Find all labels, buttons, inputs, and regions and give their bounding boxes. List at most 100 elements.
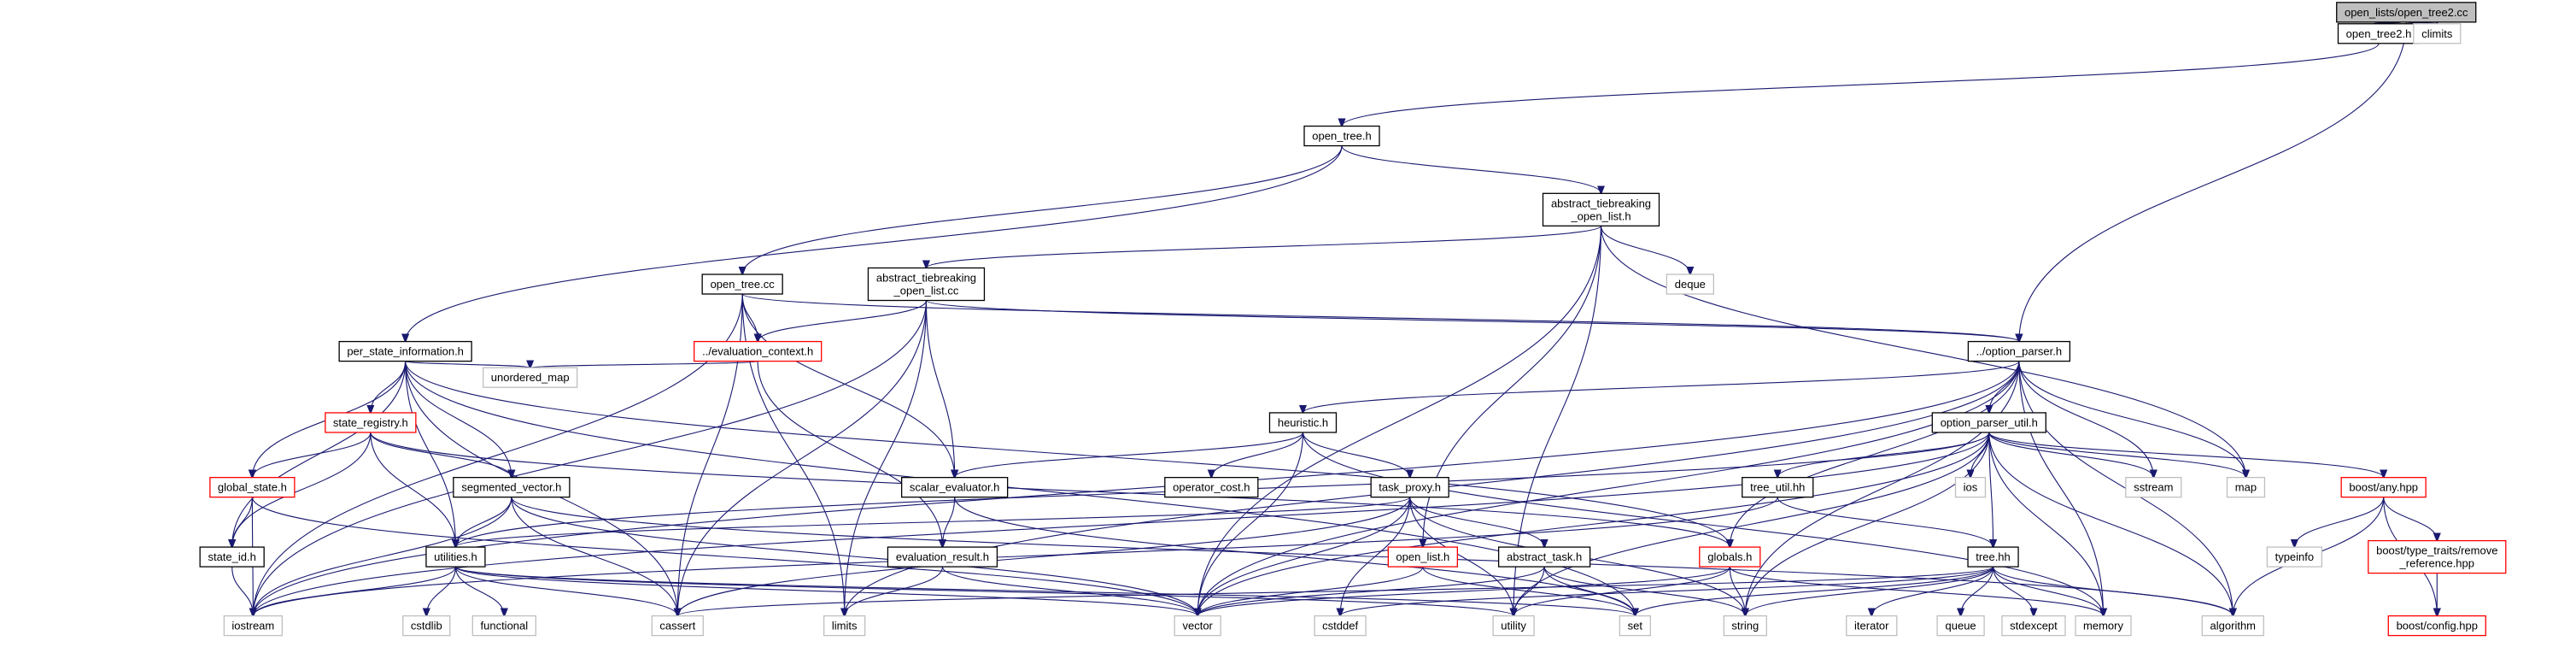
node-scalar-evaluator-h[interactable]: scalar_evaluator.h <box>901 476 1009 498</box>
edge-evaluation-context-h-to-unordered-map <box>530 362 758 368</box>
node-box <box>1967 546 2019 568</box>
node-label: open_list.h <box>1396 550 1449 563</box>
edge-tree-util-hh-to-tree-hh <box>1777 497 1993 547</box>
node-label: climits <box>2421 27 2453 40</box>
node-label: state_id.h <box>208 550 255 563</box>
node-box <box>2266 546 2323 568</box>
edge-option-parser-util-h-to-utility <box>1513 432 1990 616</box>
node-open-tree2-h[interactable]: open_tree2.h <box>2337 23 2421 44</box>
node-open-tree-cc[interactable]: open_tree.cc <box>701 274 783 295</box>
node-tree-util-hh[interactable]: tree_util.hh <box>1742 476 1814 498</box>
edge-option-parser-h-to-globals-h <box>1730 361 2020 548</box>
node-label: string <box>1731 620 1759 632</box>
node-label: tree_util.hh <box>1750 481 1805 494</box>
edge-abstract-tiebreaking-open-list-h-to-map <box>1600 226 2246 477</box>
edge-tree-hh-to-iterator <box>1871 567 1994 615</box>
node-box <box>1268 412 1338 433</box>
node-abstract-tiebreaking-open-list-h[interactable]: abstract_tiebreaking_open_list.h <box>1542 192 1660 226</box>
edge-global-state-h-to-vector <box>251 497 1197 616</box>
edge-abstract-tiebreaking-open-list-cc-to-scalar-evaluator-h <box>925 300 954 478</box>
edge-option-parser-util-h-to-iostream <box>253 432 1990 616</box>
node-label: set <box>1628 620 1643 632</box>
node-label: unordered_map <box>491 371 570 384</box>
node-label: open_tree.h <box>1312 130 1371 143</box>
node-boost-any-hpp[interactable]: boost/any.hpp <box>2340 476 2427 498</box>
edge-option-parser-util-h-to-boost-any-hpp <box>1988 432 2384 478</box>
edge-open-tree-cc-to-scalar-evaluator-h <box>741 294 954 478</box>
edge-boost-any-hpp-to-remove-reference-hpp <box>2383 497 2438 541</box>
edge-option-parser-h-to-string <box>1745 361 2020 616</box>
node-tree-hh[interactable]: tree.hh <box>1967 546 2019 568</box>
edge-open-tree-cc-to-iostream <box>253 294 743 616</box>
node-abstract-tiebreaking-open-list-cc[interactable]: abstract_tiebreaking_open_list.cc <box>867 267 986 302</box>
node-box <box>1619 615 1651 637</box>
node-box <box>1742 476 1814 498</box>
node-box <box>325 412 417 433</box>
node-label: abstract_task.h <box>1507 550 1582 563</box>
node-cstdlib: cstdlib <box>402 615 451 637</box>
edge-tree-hh-to-algorithm <box>1992 566 2234 615</box>
node-box <box>1497 546 1591 568</box>
node-label: cstdlib <box>411 620 442 632</box>
node-evaluation-context-h[interactable]: ../evaluation_context.h <box>694 340 823 362</box>
edge-utilities-h-to-functional <box>454 567 504 615</box>
node-label: operator_cost.h <box>1173 481 1250 494</box>
node-abstract-task-h[interactable]: abstract_task.h <box>1497 546 1591 568</box>
node-label: queue <box>1946 620 1976 632</box>
node-utilities-h[interactable]: utilities.h <box>425 546 486 568</box>
node-label: memory <box>2083 620 2123 632</box>
node-label: option_parser_util.h <box>1941 416 2038 429</box>
node-box <box>2387 615 2486 637</box>
edge-tree-hh-to-cassert <box>677 566 1994 615</box>
node-open-list-h[interactable]: open_list.h <box>1387 546 1459 568</box>
edge-utilities-h-to-cstdlib <box>426 567 456 615</box>
edge-evaluation-context-h-to-evaluation-result-h <box>757 361 942 548</box>
node-box <box>1936 615 1985 637</box>
node-global-state-h[interactable]: global_state.h <box>209 476 296 498</box>
node-box <box>1387 546 1459 568</box>
edge-task-proxy-h-to-utilities-h <box>455 497 1411 547</box>
edge-option-parser-h-to-heuristic-h <box>1303 361 2020 413</box>
edge-abstract-tiebreaking-open-list-h-to-utility <box>1513 226 1602 615</box>
edge-utilities-h-to-set <box>454 566 1635 615</box>
node-boost-config-hpp[interactable]: boost/config.hpp <box>2387 615 2486 637</box>
node-label: _open_list.h <box>1570 209 1630 222</box>
node-label: scalar_evaluator.h <box>910 481 1000 494</box>
edge-state-registry-h-to-global-state-h <box>252 432 372 478</box>
node-globals-h[interactable]: globals.h <box>1699 546 1761 568</box>
node-string: string <box>1723 615 1767 637</box>
edge-option-parser-util-h-to-algorithm <box>1988 432 2233 616</box>
node-box <box>1314 615 1367 637</box>
edge-open-tree-cc-to-option-parser-h <box>741 293 2019 342</box>
node-option-parser-util-h[interactable]: option_parser_util.h <box>1931 412 2046 433</box>
node-label: open_tree2.h <box>2346 27 2412 40</box>
node-label: iostream <box>231 620 274 632</box>
edge-tree-hh-to-cstddef <box>1340 566 1994 615</box>
node-box <box>223 615 283 637</box>
node-root[interactable]: open_lists/open_tree2.cc <box>2336 2 2477 23</box>
node-functional: functional <box>471 615 536 637</box>
node-label: heuristic.h <box>1278 416 1328 429</box>
node-segmented-vector-h[interactable]: segmented_vector.h <box>453 476 571 498</box>
node-operator-cost-h[interactable]: operator_cost.h <box>1164 476 1259 498</box>
node-heuristic-h[interactable]: heuristic.h <box>1268 412 1338 433</box>
edge-state-registry-h-to-utilities-h <box>370 432 456 547</box>
node-box <box>1303 125 1380 147</box>
node-state-registry-h[interactable]: state_registry.h <box>325 412 417 433</box>
node-box <box>1846 615 1898 637</box>
node-task-proxy-h[interactable]: task_proxy.h <box>1370 476 1449 498</box>
edge-utilities-h-to-vector <box>454 566 1197 615</box>
node-evaluation-result-h[interactable]: evaluation_result.h <box>887 546 998 568</box>
node-label: functional <box>481 620 529 632</box>
node-open-tree-h[interactable]: open_tree.h <box>1303 125 1380 147</box>
node-option-parser-h[interactable]: ../option_parser.h <box>1967 340 2071 362</box>
node-label: algorithm <box>2210 620 2256 632</box>
node-per-state-information-h[interactable]: per_state_information.h <box>338 340 472 362</box>
node-remove-reference-hpp[interactable]: boost/type_traits/remove_reference.hpp <box>2368 539 2507 574</box>
node-state-id-h[interactable]: state_id.h <box>199 546 265 568</box>
edge-abstract-tiebreaking-open-list-h-to-deque <box>1600 226 1690 274</box>
node-box <box>901 476 1009 498</box>
node-label: open_lists/open_tree2.cc <box>2345 6 2468 19</box>
edge-task-proxy-h-to-cassert <box>677 497 1411 616</box>
node-label: open_tree.cc <box>711 278 776 291</box>
